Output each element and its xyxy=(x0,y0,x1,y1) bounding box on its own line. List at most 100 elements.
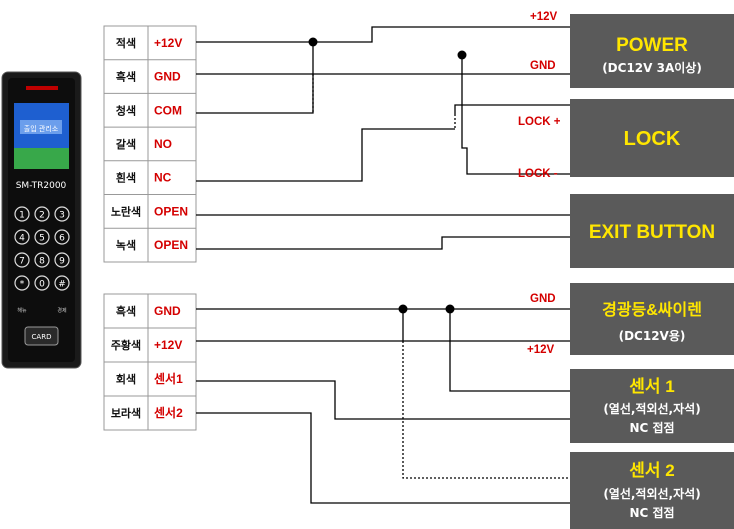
wire-signal-t1-2: COM xyxy=(154,103,182,117)
card-reader-area xyxy=(24,326,59,346)
power-sub: (DC12V 3A이상) xyxy=(602,60,702,75)
key-label: 7 xyxy=(19,257,25,267)
wire-labels: +12V GND LOCK + LOCK - GND +12V xyxy=(518,11,561,356)
key-label: 1 xyxy=(19,211,25,221)
sensor1-title: 센서 1 xyxy=(629,377,674,396)
key-7[interactable] xyxy=(14,252,30,268)
key-8[interactable] xyxy=(34,252,50,268)
key-label: 2 xyxy=(39,211,45,221)
sensor1-sub1: (열선,적외선,자석) xyxy=(603,401,700,416)
wire-lock-plus xyxy=(454,104,570,114)
sensor2-sub2: NC 접점 xyxy=(629,505,674,520)
wire-color-t1-4: 흰색 xyxy=(116,171,136,185)
key-label: * xyxy=(20,280,25,290)
wire-color-t1-6: 녹색 xyxy=(116,238,136,252)
wire-s-12v-left xyxy=(196,309,404,342)
card-label: CARD xyxy=(32,333,52,341)
wire-nc xyxy=(196,128,455,182)
wire-lock-minus xyxy=(461,55,570,175)
access-control-device: 출입 관리소 SM-TR2000 1 2 3 4 5 6 7 8 9 * 0 # 해뉴 경제 CARD xyxy=(1,71,82,369)
wire-color-t1-2: 청색 xyxy=(116,103,136,117)
wire-color-t2-0: 흑색 xyxy=(116,304,136,318)
label-gnd: GND xyxy=(530,60,556,72)
key-label: 3 xyxy=(59,211,65,221)
wire-table-1: 적색 +12V 흑색 GND 청색 COM 갈색 NO 흰색 NC 노란색 OPEN 녹색 OPEN xyxy=(103,25,197,263)
power-box: POWER (DC12V 3A이상) xyxy=(570,14,734,88)
wire-signal-t2-2: 센서1 xyxy=(154,371,183,386)
key-hash[interactable] xyxy=(54,275,70,291)
sensor2-title: 센서 2 xyxy=(629,461,674,480)
key-sub-label-right: 경제 xyxy=(57,307,67,314)
wire-sensor1-a xyxy=(449,309,570,392)
key-4[interactable] xyxy=(14,229,30,245)
wire-signal-t1-6: OPEN xyxy=(154,238,188,252)
wire-open2 xyxy=(196,236,570,250)
wire-signal-t2-3: 센서2 xyxy=(154,405,183,420)
siren-title: 경광등&싸이렌 xyxy=(602,300,702,319)
key-0[interactable] xyxy=(34,275,50,291)
wire-sensor2-bridge xyxy=(402,341,570,479)
wire-signal-t2-0: GND xyxy=(154,304,181,318)
label-lock-plus: LOCK + xyxy=(518,116,561,128)
wire-12v xyxy=(196,26,570,43)
sensor1-box: 센서 1 (열선,적외선,자석) NC 접점 xyxy=(570,369,734,443)
keypad: 1 2 3 4 5 6 7 8 9 * 0 # 해뉴 경제 xyxy=(14,206,70,314)
key-5[interactable] xyxy=(34,229,50,245)
wire-color-t1-3: 갈색 xyxy=(116,137,136,151)
exit-title: EXIT BUTTON xyxy=(589,222,715,243)
junctions xyxy=(308,37,467,314)
wire-color-t2-3: 보라색 xyxy=(111,406,141,420)
siren-sub: (DC12V용) xyxy=(619,328,686,343)
lock-title: LOCK xyxy=(624,128,681,150)
key-star[interactable] xyxy=(14,275,30,291)
wire-signal-t1-4: NC xyxy=(154,171,172,185)
wire-signal-t1-3: NO xyxy=(154,137,172,151)
wire-color-t1-1: 흑색 xyxy=(116,70,136,84)
key-label: # xyxy=(58,280,66,290)
key-2[interactable] xyxy=(34,206,50,222)
wire-signal-t1-5: OPEN xyxy=(154,204,188,218)
wire-com-upper xyxy=(196,42,314,114)
lock-box: LOCK xyxy=(570,99,734,177)
exit-button-box: EXIT BUTTON xyxy=(570,194,734,268)
junction-s-gnd-2 xyxy=(445,304,455,314)
label-12v: +12V xyxy=(530,11,558,23)
key-1[interactable] xyxy=(14,206,30,222)
label-s-12v: +12V xyxy=(527,344,555,356)
wire-sensor1-b xyxy=(196,380,570,420)
key-label: 0 xyxy=(39,280,45,290)
wire-sensor2 xyxy=(196,412,570,504)
wire-color-t1-5: 노란색 xyxy=(111,204,141,218)
sensor2-sub1: (열선,적외선,자석) xyxy=(603,486,700,501)
wire-color-t2-2: 회색 xyxy=(116,372,136,386)
wire-color-t2-1: 주황색 xyxy=(111,338,141,352)
sensor2-box: 센서 2 (열선,적외선,자석) NC 접점 xyxy=(570,452,734,529)
key-sub-label-left: 해뉴 xyxy=(17,307,27,314)
junction-12v xyxy=(308,37,318,47)
sensor1-sub2: NC 접점 xyxy=(629,420,674,435)
key-9[interactable] xyxy=(54,252,70,268)
wire-signal-t1-0: +12V xyxy=(154,36,182,50)
key-label: 8 xyxy=(39,257,45,267)
junction-s-gnd-1 xyxy=(398,304,408,314)
label-lock-minus: LOCK - xyxy=(518,168,558,180)
key-6[interactable] xyxy=(54,229,70,245)
wire-signal-t1-1: GND xyxy=(154,70,181,84)
wire-color-t1-0: 적색 xyxy=(116,36,136,50)
wire-signal-t2-1: +12V xyxy=(154,338,182,352)
device-model: SM-TR2000 xyxy=(16,181,67,191)
key-label: 9 xyxy=(59,257,65,267)
key-label: 5 xyxy=(39,234,45,244)
wire-table-2: 흑색 GND 주황색 +12V 회색 센서1 보라색 센서2 xyxy=(103,293,197,431)
power-title: POWER xyxy=(616,35,688,56)
key-3[interactable] xyxy=(54,206,70,222)
status-led xyxy=(26,86,58,90)
key-label: 6 xyxy=(59,234,65,244)
label-s-gnd: GND xyxy=(530,293,556,305)
screen-text: 출입 관리소 xyxy=(24,124,59,133)
wires xyxy=(196,26,570,504)
key-label: 4 xyxy=(19,234,25,244)
siren-box: 경광등&싸이렌 (DC12V용) xyxy=(570,283,734,355)
junction-gnd xyxy=(457,50,467,60)
